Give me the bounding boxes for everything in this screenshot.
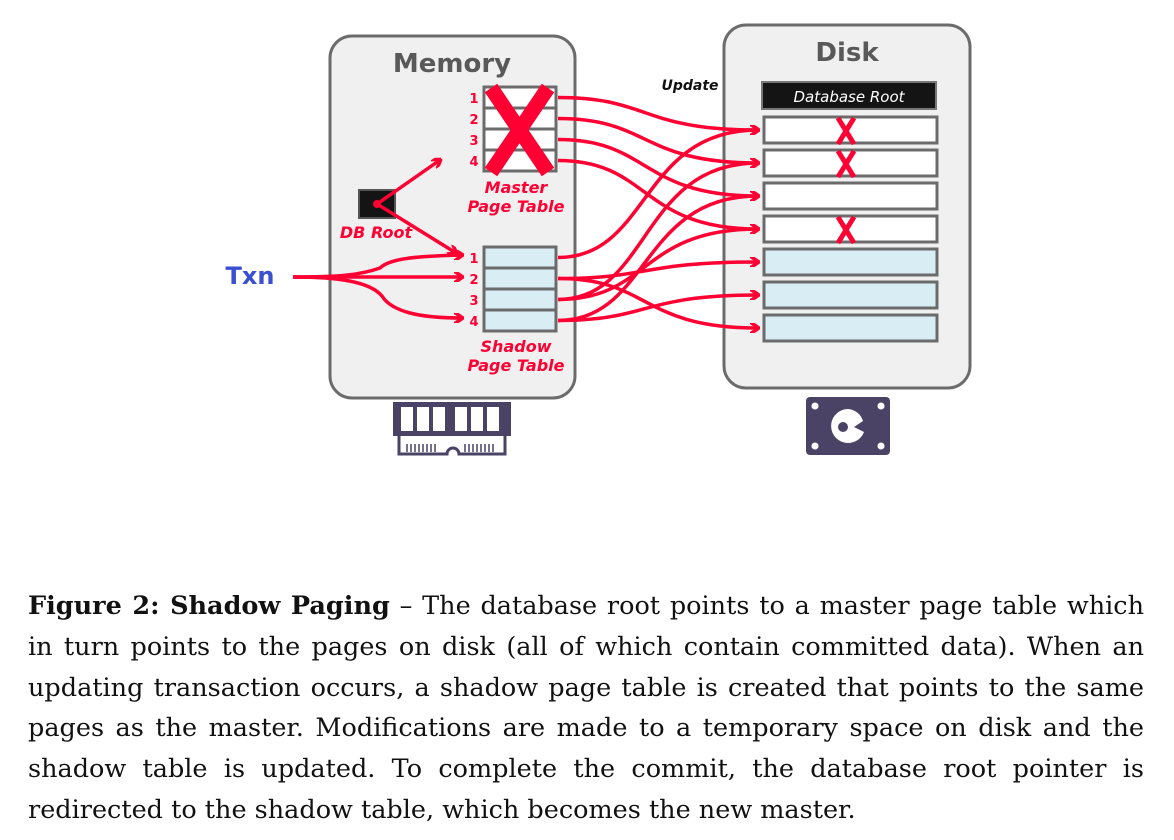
shadow-page-table: 1 2 3 4 xyxy=(469,245,558,333)
update-label: Update xyxy=(661,78,718,94)
memory-title: Memory xyxy=(393,49,511,79)
page-pointer-arrow xyxy=(557,116,758,164)
disk-page xyxy=(762,181,939,211)
database-root-label: Database Root xyxy=(794,88,906,106)
master-label-line2: Page Table xyxy=(468,197,565,216)
page-pointer-arrows xyxy=(557,95,758,329)
shadow-table-row xyxy=(482,308,558,333)
master-label-line1: Master xyxy=(485,178,549,197)
db-root-to-shadow-arrow xyxy=(376,202,456,253)
shadow-label-line2: Page Table xyxy=(468,356,565,375)
page-pointer-arrow xyxy=(557,137,758,197)
db-root-label: DB Root xyxy=(340,223,414,242)
disk-title: Disk xyxy=(815,38,879,68)
disk-page xyxy=(762,313,939,343)
shadow-table-row-number: 2 xyxy=(469,273,478,288)
database-root-block xyxy=(761,81,937,110)
page-crossed-x xyxy=(835,116,857,146)
hard-disk-icon xyxy=(806,397,890,455)
page-pointer-arrow xyxy=(557,163,758,302)
page-pointer-arrow xyxy=(557,276,758,329)
shadow-table-row-number: 4 xyxy=(469,315,478,330)
page-pointer-arrow xyxy=(557,295,758,323)
shadow-table-row xyxy=(482,245,558,270)
page-pointer-arrow xyxy=(557,130,758,260)
caption-dash: – xyxy=(389,591,423,621)
master-table-row-number: 1 xyxy=(469,92,478,107)
page-pointer-arrow xyxy=(557,262,758,281)
caption-text: The database root points to a master pag… xyxy=(28,591,1144,825)
db-root-to-master-arrow xyxy=(375,160,440,206)
master-crossed-x xyxy=(484,83,555,177)
shadow-table-row xyxy=(482,266,558,291)
txn-label: Txn xyxy=(226,262,275,290)
figure-caption: Figure 2: Shadow Paging – The database r… xyxy=(28,586,1144,831)
master-table-row-number: 2 xyxy=(469,113,478,128)
master-table-row-number: 4 xyxy=(469,155,478,170)
ram-chip-icon xyxy=(393,402,511,456)
page-pointer-arrow xyxy=(557,95,758,131)
page-pointer-arrow xyxy=(557,196,758,323)
txn-arrow-4 xyxy=(292,275,462,318)
shadow-table-row-number: 3 xyxy=(469,294,478,309)
page-crossed-x xyxy=(835,215,857,245)
disk-pages xyxy=(762,115,939,343)
disk-page xyxy=(762,247,939,277)
caption-label: Figure 2: Shadow Paging xyxy=(28,591,390,621)
shadow-label-line1: Shadow xyxy=(481,337,552,356)
master-table-row-number: 3 xyxy=(469,134,478,149)
shadow-table-row-number: 1 xyxy=(469,252,478,267)
page-crossed-x xyxy=(835,149,857,179)
page-pointer-arrow xyxy=(557,229,758,302)
shadow-table-row xyxy=(482,287,558,312)
disk-page xyxy=(762,280,939,310)
